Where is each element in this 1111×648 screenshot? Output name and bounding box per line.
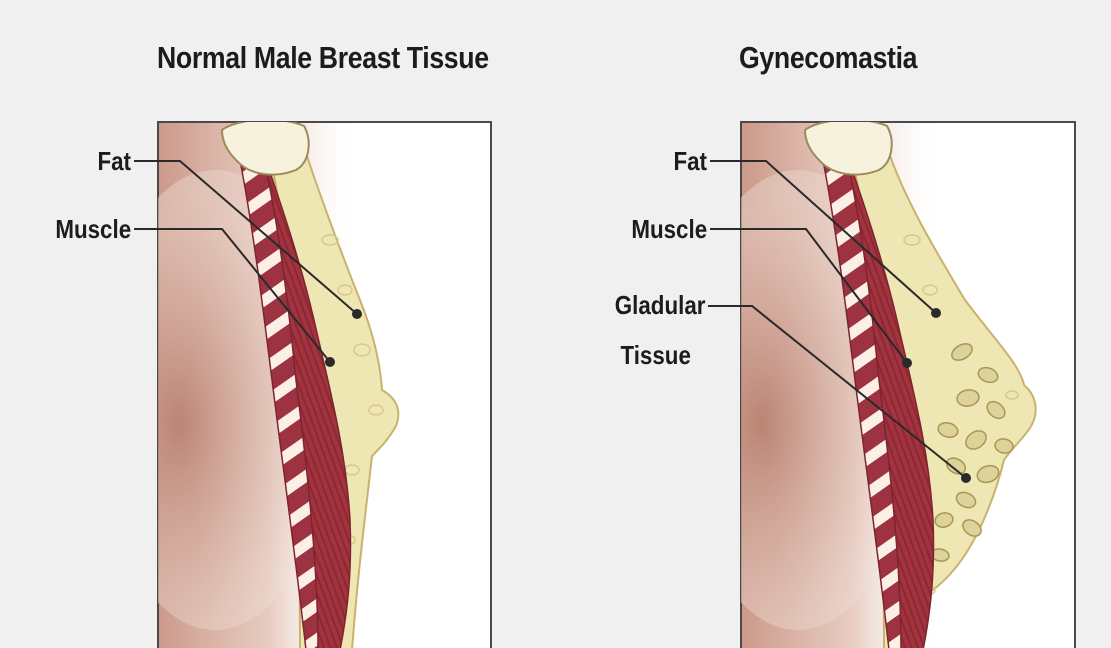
normal-tissue-panel: [95, 120, 491, 648]
gyno-panel-title: Gynecomastia: [739, 40, 917, 76]
normal-panel-title: Normal Male Breast Tissue: [157, 40, 489, 76]
gyno-muscle-pointer-dot: [902, 358, 912, 368]
gyno-glandular-label-line1: Gladular: [614, 290, 705, 320]
normal-fat-label: Fat: [97, 146, 131, 176]
gyno-fat-pointer-dot: [931, 308, 941, 318]
gyno-glandular-pointer-dot: [961, 473, 971, 483]
gynecomastia-panel: [678, 120, 1075, 648]
gyno-muscle-label: Muscle: [631, 214, 707, 244]
gyno-glandular-label-line2: Tissue: [621, 340, 691, 370]
normal-muscle-pointer-dot: [325, 357, 335, 367]
gyno-fat-label: Fat: [673, 146, 707, 176]
normal-muscle-label: Muscle: [55, 214, 131, 244]
normal-fat-pointer-dot: [352, 309, 362, 319]
